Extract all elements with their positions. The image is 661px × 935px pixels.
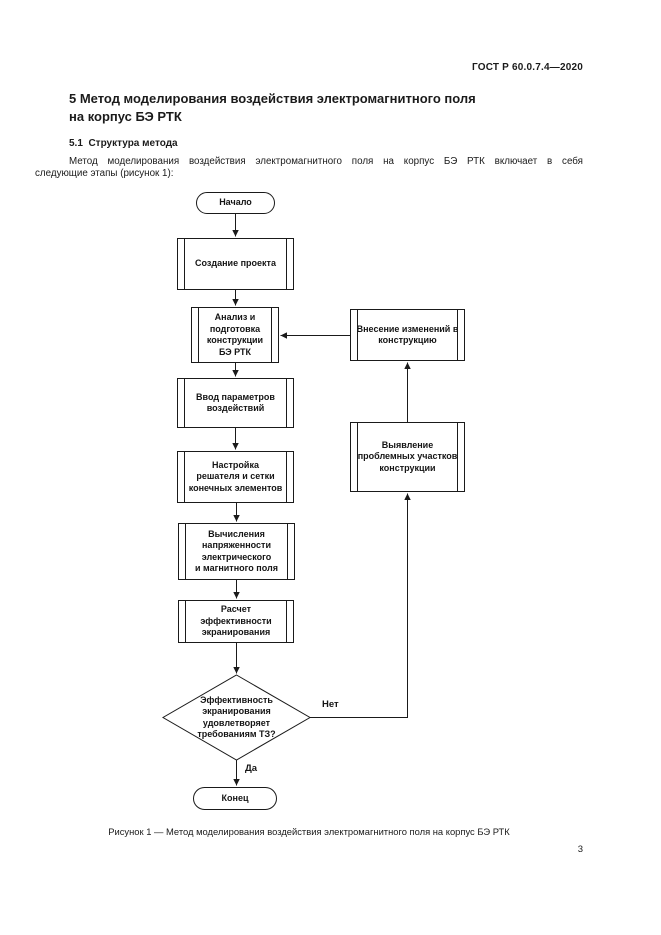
node-compute-field-label: Вычисления напряженности электрического … (195, 528, 278, 574)
node-input-parameters-label: Ввод параметров воздействий (196, 391, 275, 414)
flowchart-node-compute-field: Вычисления напряженности электрического … (178, 523, 295, 580)
body-paragraph: Метод моделирования воздействия электром… (35, 156, 583, 180)
edge-label-no: Нет (322, 699, 339, 710)
flowchart-node-analyze-design: Анализ и подготовка конструкции БЭ РТК (191, 307, 279, 363)
flowchart-node-identify-problems: Выявление проблемных участков конструкци… (350, 422, 465, 492)
figure-caption: Рисунок 1 — Метод моделирования воздейст… (108, 826, 510, 837)
edge-label-yes: Да (245, 763, 258, 774)
node-start-label: Начало (219, 197, 252, 208)
flowchart-node-solver-setup: Настройка решателя и сетки конечных элем… (177, 451, 294, 503)
node-create-project-label: Создание проекта (195, 258, 276, 269)
flowchart-node-shielding-calc: Расчет эффективности экранирования (178, 600, 294, 643)
node-identify-problems-label: Выявление проблемных участков конструкци… (357, 439, 458, 473)
node-analyze-design-label: Анализ и подготовка конструкции БЭ РТК (206, 312, 264, 357)
node-decision-label: Эффективность экранирования удовлетворяе… (197, 694, 276, 740)
flowchart-node-input-parameters: Ввод параметров воздействий (177, 378, 294, 428)
section-heading: 5 Метод моделирования воздействия электр… (69, 90, 549, 125)
node-modify-design-label: Внесение изменений в конструкцию (356, 323, 459, 346)
section-heading-line2: на корпус БЭ РТК (69, 108, 182, 124)
flowchart-node-start: Начало (196, 192, 275, 214)
paragraph-line1: Метод моделирования воздействия электром… (69, 156, 583, 167)
flowchart-node-end: Конец (193, 787, 277, 810)
flowchart-node-create-project: Создание проекта (177, 238, 294, 290)
page-number: 3 (577, 844, 583, 855)
node-solver-setup-label: Настройка решателя и сетки конечных элем… (188, 459, 283, 493)
section-heading-line1: 5 Метод моделирования воздействия электр… (69, 91, 476, 106)
node-end-label: Конец (221, 792, 249, 803)
flowchart-node-decision: Эффективность экранирования удовлетворяе… (163, 675, 310, 760)
node-shielding-calc-label: Расчет эффективности экранирования (200, 604, 272, 638)
connector-no-branch (310, 493, 411, 718)
document-header: ГОСТ Р 60.0.7.4—2020 (471, 62, 583, 73)
subsection-heading: 5.1 Структура метода (69, 138, 178, 149)
paragraph-line2: следующие этапы (рисунок 1): (35, 168, 174, 180)
flowchart-node-modify-design: Внесение изменений в конструкцию (350, 309, 465, 361)
